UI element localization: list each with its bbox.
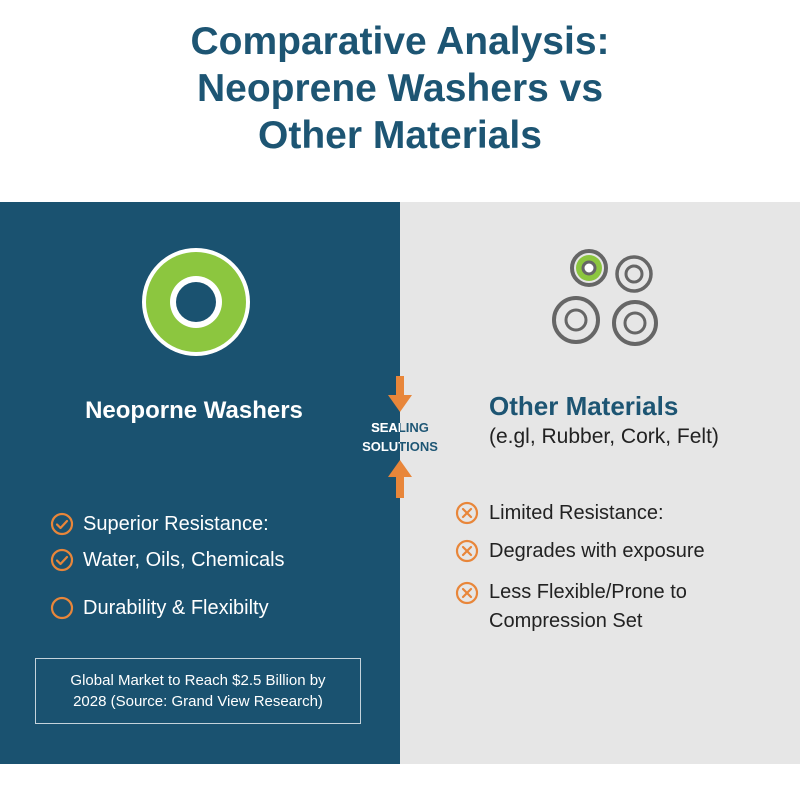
market-stat-box: Global Market to Reach $2.5 Billion by 2… bbox=[35, 658, 361, 724]
check-circle-icon bbox=[50, 548, 74, 572]
assorted-washers-icon bbox=[552, 249, 658, 346]
title-line-1: Comparative Analysis: bbox=[190, 20, 610, 63]
other-feature-2: Degrades with exposure bbox=[489, 540, 705, 562]
center-label-line-1: SEALING bbox=[371, 420, 429, 435]
market-stat-line-2: 2028 (Source: Grand View Research) bbox=[73, 693, 323, 710]
other-feature-3: Less Flexible/Prone to bbox=[489, 581, 687, 603]
title-line-3: Other Materials bbox=[258, 114, 542, 157]
other-materials-heading: Other Materials bbox=[489, 391, 679, 421]
up-arrow-icon bbox=[388, 460, 412, 498]
sealing-solutions-label-right-half: SEALING SOLUTIONS bbox=[400, 418, 455, 458]
empty-circle-icon bbox=[50, 596, 74, 620]
neoprene-washer-icon bbox=[142, 248, 250, 356]
other-materials-panel bbox=[400, 202, 800, 764]
neoprene-feature-1: Superior Resistance: bbox=[83, 513, 269, 535]
x-circle-icon bbox=[455, 539, 479, 563]
sealing-solutions-label: SEALING SOLUTIONS bbox=[345, 418, 455, 456]
other-materials-examples: (e.gl, Rubber, Cork, Felt) bbox=[489, 425, 719, 448]
down-arrow-icon bbox=[388, 376, 412, 412]
title-line-2: Neoprene Washers vs bbox=[196, 67, 604, 110]
neoprene-heading: Neoporne Washers bbox=[85, 397, 303, 424]
x-circle-icon bbox=[455, 581, 479, 605]
neoprene-feature-3: Durability & Flexibilty bbox=[83, 597, 269, 619]
center-label-line-1-overlay: SEALING bbox=[400, 420, 429, 435]
other-feature-3-continued: Compression Set bbox=[489, 610, 643, 632]
center-label-line-2-overlay: SOLUTIONS bbox=[400, 439, 438, 454]
check-circle-icon bbox=[50, 512, 74, 536]
other-feature-1: Limited Resistance: bbox=[489, 502, 664, 524]
neoprene-feature-2: Water, Oils, Chemicals bbox=[83, 549, 285, 571]
page-title: Comparative Analysis: Neoprene Washers v… bbox=[0, 18, 800, 159]
x-circle-icon bbox=[455, 501, 479, 525]
center-label-line-2: SOLUTIONS bbox=[362, 439, 438, 454]
market-stat-line-1: Global Market to Reach $2.5 Billion by bbox=[70, 672, 326, 689]
